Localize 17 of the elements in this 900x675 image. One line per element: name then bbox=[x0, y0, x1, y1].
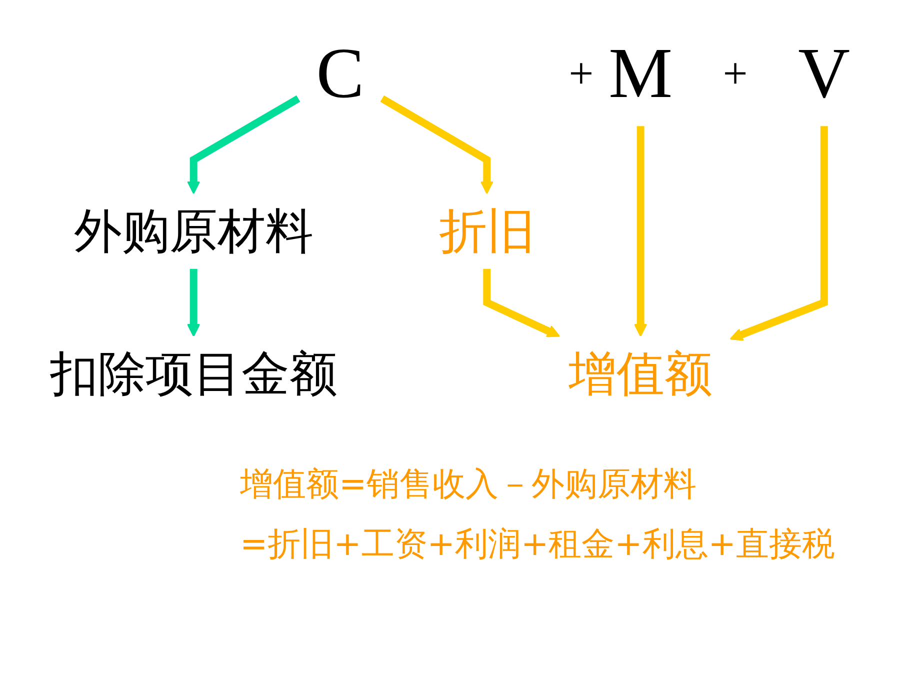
arrow bbox=[483, 268, 560, 338]
formula-text: 增值额=销售收入－外购原材料 bbox=[240, 463, 698, 505]
arrow bbox=[380, 95, 494, 194]
arrow bbox=[187, 95, 300, 194]
arrow bbox=[187, 268, 200, 337]
node-text: 折旧 bbox=[439, 202, 535, 260]
plus-sign: + bbox=[568, 50, 594, 98]
node-text: 增值额 bbox=[568, 345, 712, 402]
plus-sign: + bbox=[722, 50, 748, 98]
node-text: M bbox=[608, 34, 672, 114]
node-text: 扣除项目金额 bbox=[50, 345, 338, 402]
formula-text: =折旧+工资+利润+租金+利息+直接税 bbox=[240, 523, 836, 565]
node-text: V bbox=[798, 34, 850, 114]
arrow bbox=[634, 126, 648, 337]
arrow bbox=[730, 126, 828, 341]
node-text: 外购原材料 bbox=[74, 202, 314, 260]
node-text: C bbox=[316, 34, 364, 114]
